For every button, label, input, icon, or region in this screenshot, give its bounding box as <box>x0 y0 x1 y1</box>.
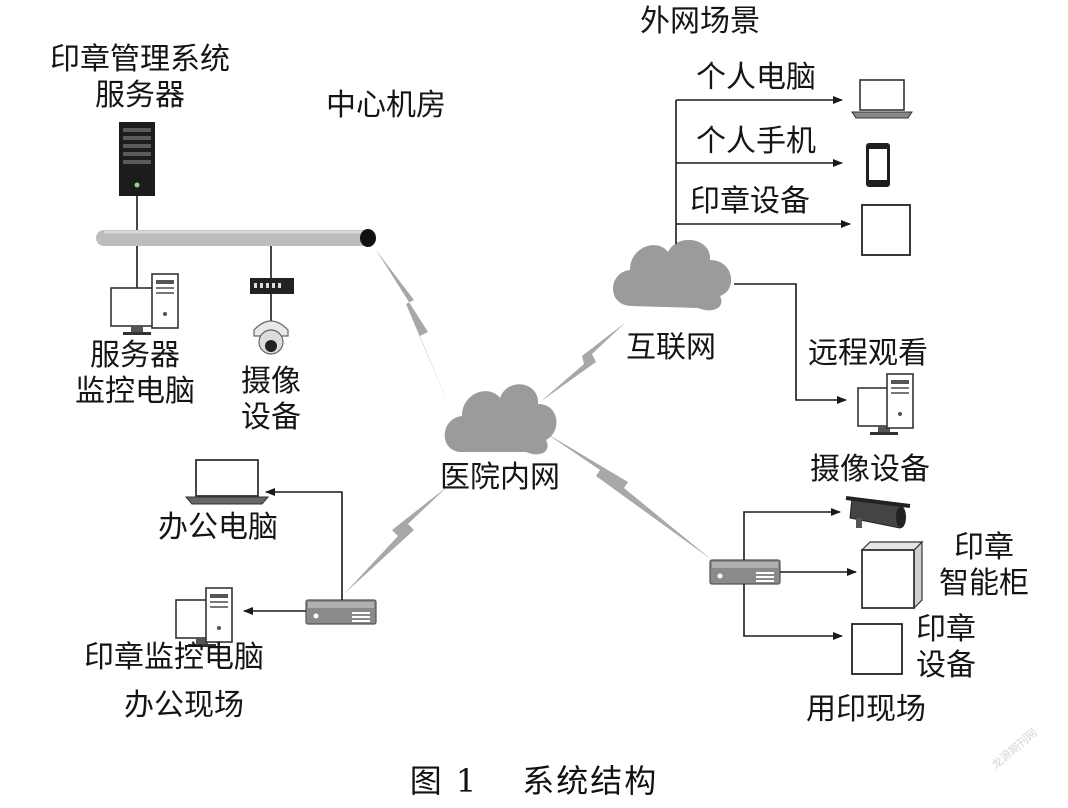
center-camera-icon <box>250 246 294 355</box>
hospital-intranet-label: 医院内网 <box>440 460 560 495</box>
server-monitor-label: 服务器 监控电脑 <box>75 338 195 409</box>
office-laptop-icon <box>184 459 270 505</box>
remote-view-pc-icon <box>857 373 914 436</box>
external-seal-device-icon <box>861 204 911 256</box>
figure-caption: 图 1 系统结构 <box>0 756 1068 802</box>
external-seal-device-label: 印章设备 <box>690 184 810 219</box>
external-scene-links <box>675 96 851 404</box>
personal-laptop-icon <box>851 79 913 119</box>
site-camera-label: 摄像设备 <box>810 452 930 487</box>
wireless-link-bolts <box>344 250 712 594</box>
office-switch-icon <box>305 599 377 625</box>
external-scene-label: 外网场景 <box>640 4 760 39</box>
management-server-icon <box>119 122 155 230</box>
remote-view-label: 远程观看 <box>808 336 928 371</box>
center-room-bus <box>96 229 376 247</box>
internet-cloud-icon <box>613 239 732 311</box>
hospital-intranet-cloud-icon <box>444 384 557 455</box>
center-camera-label: 摄像 设备 <box>241 364 301 435</box>
seal-cabinet-label: 印章 智能柜 <box>939 530 1029 601</box>
seal-cabinet-icon <box>860 540 924 610</box>
office-links <box>243 488 343 615</box>
server-system-label: 印章管理系统 服务器 <box>50 42 230 113</box>
site-seal-device-icon <box>851 623 903 675</box>
personal-phone-icon <box>866 143 890 187</box>
site-links <box>743 508 857 640</box>
figure-number: 图 1 <box>409 762 479 800</box>
seal-site-label: 用印现场 <box>806 692 926 727</box>
site-seal-device-label: 印章 设备 <box>916 612 976 683</box>
site-camera-icon <box>845 496 911 529</box>
center-room-label: 中心机房 <box>326 88 446 123</box>
seal-monitor-pc-label: 印章监控电脑 <box>84 640 264 675</box>
office-site-label: 办公现场 <box>124 688 244 723</box>
site-switch-icon <box>709 559 781 585</box>
figure-title: 系统结构 <box>522 762 659 800</box>
seal-monitor-pc-icon <box>175 587 233 648</box>
internet-label: 互联网 <box>626 330 716 365</box>
personal-phone-label: 个人手机 <box>696 124 816 159</box>
server-monitor-pc-icon <box>110 246 179 336</box>
personal-pc-label: 个人电脑 <box>696 60 816 95</box>
office-pc-label: 办公电脑 <box>158 510 278 545</box>
